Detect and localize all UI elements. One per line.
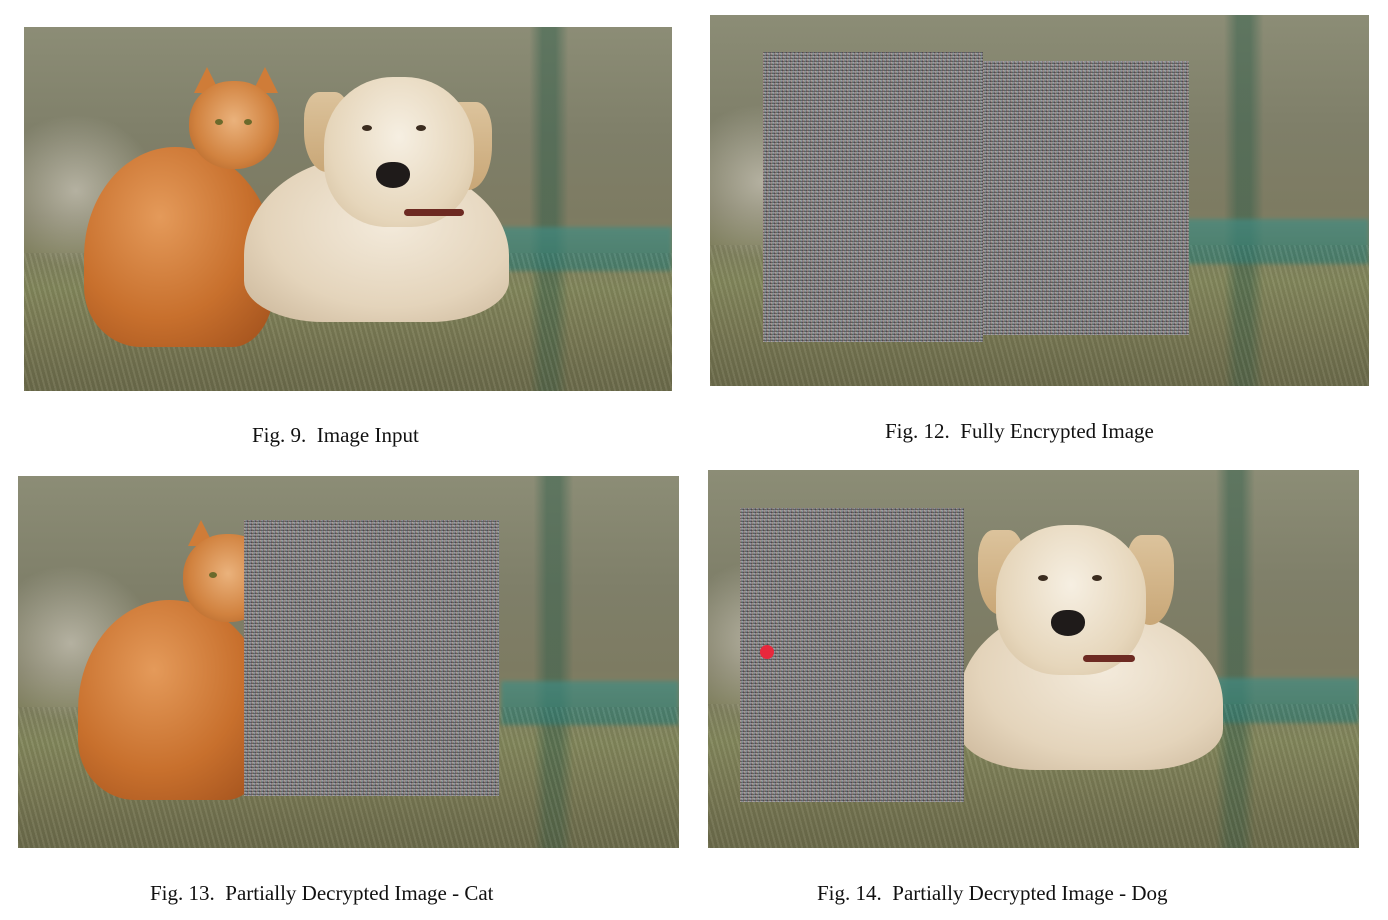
dog-head bbox=[996, 525, 1146, 675]
cat-eye bbox=[215, 119, 223, 125]
fig12-caption: Fig. 12. Fully Encrypted Image bbox=[885, 419, 1154, 443]
dog bbox=[958, 525, 1228, 775]
dog-collar bbox=[404, 209, 464, 216]
fig9-image-input-photo bbox=[24, 27, 672, 391]
cat-body bbox=[84, 147, 274, 347]
background-teal-band bbox=[1184, 219, 1369, 264]
dog-nose bbox=[1051, 610, 1085, 636]
fig13-caption: Fig. 13. Partially Decrypted Image - Cat bbox=[150, 881, 494, 905]
dog-eye bbox=[1038, 575, 1048, 581]
encrypted-noise-region bbox=[763, 52, 983, 342]
fig9-caption: Fig. 9. Image Input bbox=[252, 423, 419, 447]
dog-head bbox=[324, 77, 474, 227]
encrypted-noise-region bbox=[740, 508, 964, 802]
dog-eye bbox=[416, 125, 426, 131]
encrypted-noise-region bbox=[983, 61, 1189, 335]
fig14-caption: Fig. 14. Partially Decrypted Image - Dog bbox=[817, 881, 1168, 905]
cat-eye bbox=[209, 572, 217, 578]
dog-nose bbox=[376, 162, 410, 188]
dog bbox=[244, 77, 514, 327]
cat-eye bbox=[244, 119, 252, 125]
dog-eye bbox=[362, 125, 372, 131]
background-teal-band bbox=[500, 680, 679, 726]
fig12-fully-encrypted-photo bbox=[710, 15, 1369, 386]
dog-collar bbox=[1083, 655, 1135, 662]
cat bbox=[84, 67, 284, 357]
background-teal-band bbox=[497, 227, 672, 271]
fig13-partially-decrypted-cat-photo bbox=[18, 476, 679, 848]
cat-head bbox=[189, 81, 279, 169]
encrypted-noise-region bbox=[244, 520, 499, 796]
dog-eye bbox=[1092, 575, 1102, 581]
fig14-partially-decrypted-dog-photo bbox=[708, 470, 1359, 848]
marker-dot bbox=[760, 645, 774, 659]
cat-body bbox=[78, 600, 268, 800]
